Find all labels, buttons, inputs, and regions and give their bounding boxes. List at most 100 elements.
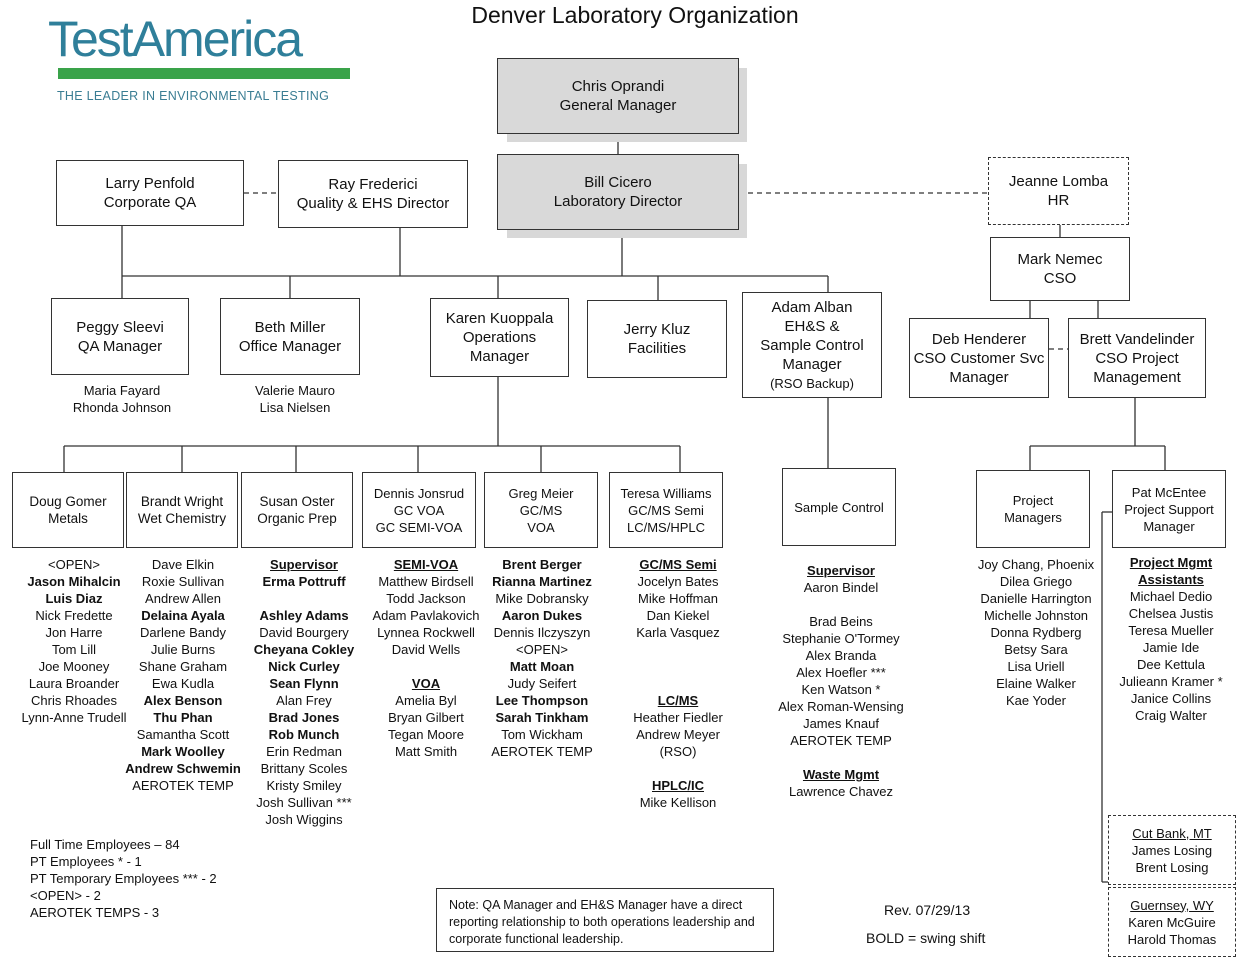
list-item: Michelle Johnston xyxy=(983,608,1089,623)
voa-box[interactable]: Dennis Jonsrud GC VOA GC SEMI-VOA xyxy=(362,472,476,548)
list-item: David Wells xyxy=(391,642,461,657)
wet-chem-dept: Wet Chemistry xyxy=(137,511,227,526)
office-manager-box[interactable]: Beth Miller Office Manager xyxy=(220,298,360,375)
list-item: Mark Woolley xyxy=(141,744,225,759)
quality-director-role: Quality & EHS Director xyxy=(296,195,450,212)
list-item: Bryan Gilbert xyxy=(388,710,464,725)
cso-project-role: CSO Project xyxy=(1095,349,1179,367)
lab-director-name: Bill Cicero xyxy=(584,174,652,191)
list-item: Rianna Martinez xyxy=(492,574,592,589)
bold-legend: BOLD = swing shift xyxy=(866,930,986,946)
list-item: Rhonda Johnson xyxy=(72,400,172,415)
semi-box[interactable]: Teresa Williams GC/MS Semi LC/MS/HPLC xyxy=(609,472,723,548)
ehs-manager-role: EH&S & xyxy=(784,317,840,335)
list-item: Heather Fiedler xyxy=(633,710,723,725)
office-manager-name: Beth Miller xyxy=(254,318,326,336)
list-item: Matt Moan xyxy=(509,659,575,674)
list-item: Luis Diaz xyxy=(45,591,103,606)
list-item: Delaina Ayala xyxy=(141,608,225,623)
organic-prep-lead: Susan Oster xyxy=(259,494,335,509)
list-item: Mike Dobransky xyxy=(495,591,589,606)
cso-project-name: Brett Vandelinder xyxy=(1079,330,1195,348)
cso-customer-name: Deb Henderer xyxy=(931,330,1027,348)
sample-control-box[interactable]: Sample Control xyxy=(782,468,896,546)
metals-box[interactable]: Doug Gomer Metals xyxy=(12,472,124,548)
list-item: Roxie Sullivan xyxy=(141,574,225,589)
list-item: AEROTEK TEMP xyxy=(491,744,593,759)
hr-role: HR xyxy=(1047,192,1070,209)
gcms-box[interactable]: Greg Meier GC/MS VOA xyxy=(484,472,598,548)
list-item: Stephanie O'Tormey xyxy=(782,631,900,646)
wet-chem-lead: Brandt Wright xyxy=(140,494,224,509)
list-item: AEROTEK TEMP xyxy=(132,778,234,793)
guernsey-box[interactable]: Guernsey, WY Karen McGuire Harold Thomas xyxy=(1108,887,1236,957)
facilities-box[interactable]: Jerry Kluz Facilities xyxy=(587,300,727,378)
stat-open: <OPEN> - 2 xyxy=(30,888,101,903)
list-item: Ken Watson * xyxy=(801,682,881,697)
stat-pt: PT Employees * - 1 xyxy=(30,854,142,869)
semi-dept-2: LC/MS/HPLC xyxy=(626,519,706,535)
lab-director-box[interactable]: Bill Cicero Laboratory Director xyxy=(497,154,739,230)
operations-manager-role-2: Manager xyxy=(469,348,530,365)
project-managers-dept-2: Managers xyxy=(1004,510,1062,525)
list-item: Alex Roman-Wensing xyxy=(778,699,904,714)
list-item: Rob Munch xyxy=(268,727,340,742)
list-item: Matthew Birdsell xyxy=(378,574,474,589)
hr-box[interactable]: Jeanne Lomba HR xyxy=(988,157,1129,225)
office-staff-list: Valerie Mauro Lisa Nielsen xyxy=(220,382,370,416)
list-item: Sean Flynn xyxy=(269,676,339,691)
organic-prep-box[interactable]: Susan Oster Organic Prep xyxy=(241,472,353,548)
organic-prep-dept: Organic Prep xyxy=(257,511,337,526)
list-item: Brad Jones xyxy=(268,710,340,725)
project-support-box[interactable]: Pat McEntee Project Support Manager xyxy=(1112,470,1226,548)
qa-manager-role: QA Manager xyxy=(77,337,163,355)
list-item: Matt Smith xyxy=(394,744,458,759)
quality-director-box[interactable]: Ray Frederici Quality & EHS Director xyxy=(278,160,468,228)
list-item: <OPEN> xyxy=(47,557,101,572)
ehs-manager-role-3: Manager xyxy=(782,355,842,373)
list-item: Dan Kiekel xyxy=(646,608,710,623)
list-item: Andrew Allen xyxy=(145,591,221,606)
stat-temps: AEROTEK TEMPS - 3 xyxy=(30,905,160,920)
cso-project-box[interactable]: Brett Vandelinder CSO Project Management xyxy=(1068,318,1206,398)
list-item: Dee Kettula xyxy=(1137,657,1205,672)
qa-manager-box[interactable]: Peggy Sleevi QA Manager xyxy=(51,298,189,375)
list-item: Lynn-Anne Trudell xyxy=(21,710,127,725)
corporate-qa-role: Corporate QA xyxy=(103,194,197,211)
gm-box[interactable]: Chris Oprandi General Manager xyxy=(497,58,739,134)
facilities-role: Facilities xyxy=(627,340,687,357)
ehs-manager-box[interactable]: Adam Alban EH&S & Sample Control Manager… xyxy=(742,292,882,398)
cso-customer-box[interactable]: Deb Henderer CSO Customer Svc Manager xyxy=(909,318,1049,398)
list-item: Jon Harre xyxy=(45,625,103,640)
semi-dept: GC/MS Semi xyxy=(628,502,704,518)
corporate-qa-box[interactable]: Larry Penfold Corporate QA xyxy=(56,160,244,226)
employee-stats: Full Time Employees – 84 PT Employees * … xyxy=(30,836,217,921)
project-managers-box[interactable]: Project Managers xyxy=(976,470,1090,548)
list-item: Karen McGuire xyxy=(1128,914,1216,930)
list-item: Josh Wiggins xyxy=(265,812,343,827)
project-mgmt-heading: Project Mgmt xyxy=(1129,555,1213,570)
operations-manager-box[interactable]: Karen Kuoppala Operations Manager xyxy=(430,298,569,377)
logo-underline xyxy=(58,68,350,79)
list-item: Sarah Tinkham xyxy=(495,710,589,725)
metals-dept: Metals xyxy=(48,511,88,526)
cut-bank-box[interactable]: Cut Bank, MT James Losing Brent Losing xyxy=(1108,815,1236,885)
semi-lead: Teresa Williams xyxy=(620,485,712,501)
list-item: Erin Redman xyxy=(266,744,342,759)
wet-chem-box[interactable]: Brandt Wright Wet Chemistry xyxy=(126,472,238,548)
list-item: Dave Elkin xyxy=(151,557,215,572)
list-item: Brent Losing xyxy=(1135,859,1209,875)
cso-box[interactable]: Mark Nemec CSO xyxy=(990,237,1130,301)
list-item: Craig Walter xyxy=(1135,708,1207,723)
ehs-manager-role-2: Sample Control xyxy=(760,336,864,354)
list-item: Jamie Ide xyxy=(1142,640,1200,655)
